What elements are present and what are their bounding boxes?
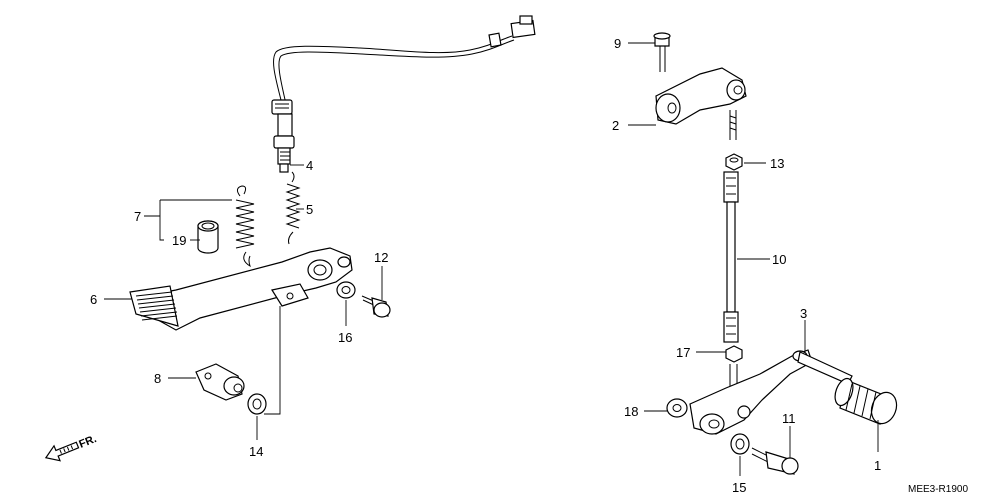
nut-17 <box>725 345 743 363</box>
callout-5: 5 <box>306 202 313 217</box>
callout-17: 17 <box>676 345 690 360</box>
switch-wire <box>273 15 536 105</box>
callout-3: 3 <box>800 306 807 321</box>
pivot-bolt <box>195 363 245 401</box>
assembly-line <box>264 306 281 415</box>
shift-arm <box>655 67 747 140</box>
washer-16 <box>336 281 356 299</box>
callouts: 1 2 3 4 5 6 7 8 9 10 11 12 13 14 15 16 1… <box>90 36 881 495</box>
callout-19: 19 <box>172 233 186 248</box>
collar <box>197 220 219 254</box>
callout-4: 4 <box>306 158 313 173</box>
callout-9: 9 <box>614 36 621 51</box>
callout-2: 2 <box>612 118 619 133</box>
spring-small <box>285 171 301 245</box>
nut-13 <box>725 153 743 171</box>
callout-11: 11 <box>782 411 796 426</box>
callout-14: 14 <box>249 444 263 459</box>
pedal-rubber <box>834 377 898 425</box>
callout-12: 12 <box>374 250 388 265</box>
callout-1: 1 <box>874 458 881 473</box>
bolt-11 <box>751 447 799 475</box>
switch-body <box>271 99 295 173</box>
callout-7: 7 <box>134 209 141 224</box>
front-label: FR. <box>77 433 98 451</box>
spring-large <box>235 185 255 268</box>
callout-10: 10 <box>772 252 786 267</box>
shift-rod <box>723 171 739 343</box>
brake-pedal <box>129 247 353 331</box>
callout-8: 8 <box>154 371 161 386</box>
callout-6: 6 <box>90 292 97 307</box>
bolt-9 <box>653 32 671 72</box>
leader-lines <box>104 42 879 476</box>
callout-18: 18 <box>624 404 638 419</box>
callout-16: 16 <box>338 330 352 345</box>
callout-15: 15 <box>732 480 746 495</box>
washer-14 <box>247 393 267 415</box>
front-direction-arrow: FR. <box>44 433 98 462</box>
diagram-code: MEE3-R1900 <box>908 484 968 495</box>
callout-13: 13 <box>770 156 784 171</box>
washer-18 <box>666 398 688 418</box>
bolt-12 <box>361 295 391 318</box>
washer-15 <box>730 433 750 455</box>
shift-pedal <box>689 349 853 435</box>
